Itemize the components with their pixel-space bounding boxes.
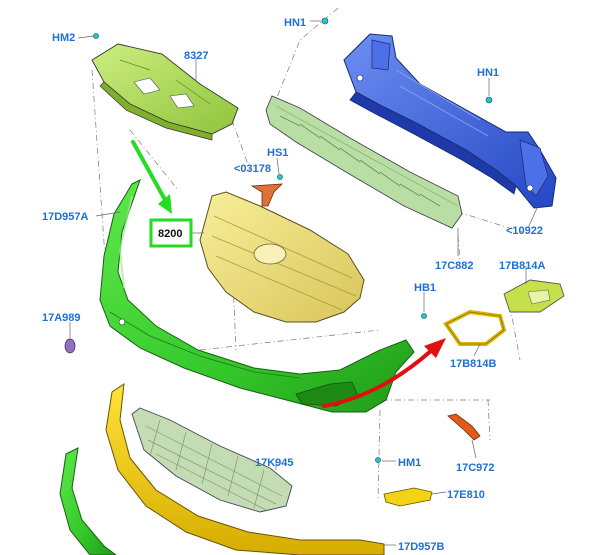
part-8200-grille	[199, 191, 365, 323]
label-17d957a: 17D957A	[42, 211, 89, 223]
label-17a989: 17A989	[42, 312, 81, 324]
fasteners	[93, 17, 493, 463]
label-03178: <03178	[234, 163, 271, 175]
label-hn1-top: HN1	[284, 17, 306, 29]
lower-lip-green	[59, 447, 117, 555]
clip-hn1-top	[321, 17, 329, 25]
part-17c882-absorber	[265, 95, 463, 229]
part-17d957b-lower-bumper	[105, 382, 385, 555]
label-8200: 8200	[158, 228, 182, 240]
part-17c972-bracket	[447, 413, 481, 441]
label-17c882: 17C882	[435, 260, 474, 272]
part-8327-deflector	[91, 43, 239, 141]
part-10922-beam	[343, 33, 557, 209]
part-17b814b-bezel-ring	[443, 309, 507, 346]
part-17k945-lower-grille	[131, 407, 293, 513]
label-17k945: 17K945	[255, 457, 294, 469]
label-17e810: 17E810	[447, 489, 485, 501]
label-8327: 8327	[184, 50, 208, 62]
highlight-box-8200	[149, 218, 193, 248]
label-17b814a: 17B814A	[499, 260, 546, 272]
label-hm2: HM2	[52, 32, 75, 44]
label-hb1: HB1	[414, 282, 436, 294]
clip-hb1	[421, 313, 427, 319]
part-03178-bracket	[250, 183, 284, 207]
label-10922: <10922	[506, 225, 543, 237]
label-17b814b: 17B814B	[450, 358, 497, 370]
label-17c972: 17C972	[456, 462, 495, 474]
part-17b814a-bezel	[503, 279, 565, 313]
label-17d957b: 17D957B	[398, 541, 445, 553]
red-arrow	[322, 338, 446, 408]
clip-hn1-right	[485, 96, 493, 104]
label-hs1: HS1	[267, 147, 288, 159]
label-hm1: HM1	[398, 457, 421, 469]
green-arrow	[131, 140, 172, 214]
clip-hs1	[277, 174, 283, 180]
label-hn1-right: HN1	[477, 67, 499, 79]
clip-hm1	[375, 457, 381, 463]
part-17e810	[383, 487, 433, 507]
part-17a989	[64, 338, 76, 354]
leader-lines	[69, 20, 539, 546]
clip-hm2	[93, 33, 99, 39]
